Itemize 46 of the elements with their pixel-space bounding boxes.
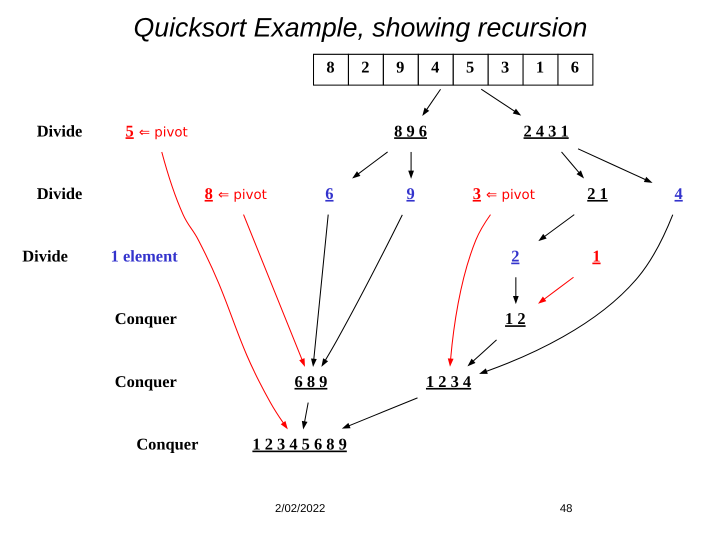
arrow — [301, 402, 308, 430]
label: Divide — [22, 246, 68, 266]
label: 48 — [559, 503, 572, 516]
arrow — [408, 152, 414, 179]
node-text: 9 — [406, 184, 414, 203]
node-label: ⇐ pivot — [217, 188, 266, 203]
node-text: 8 9 6 — [394, 121, 426, 140]
node-text: 5 — [125, 121, 134, 140]
arrow — [480, 88, 521, 116]
label: Conquer — [136, 434, 198, 454]
node-text: 4 — [674, 184, 682, 203]
node-text: 1 — [592, 246, 600, 266]
node-text: 6 — [324, 184, 334, 203]
node-text: 2 1 — [586, 184, 608, 203]
arrow — [478, 214, 673, 374]
node-label: ⇐ pivot — [486, 188, 534, 203]
arrow — [538, 214, 574, 242]
label: Conquer — [114, 309, 176, 328]
node-label: ⇐ pivot — [138, 125, 188, 140]
diagram-title: Quicksort Example, showing recursion — [133, 12, 587, 43]
label: 1 element — [110, 246, 178, 266]
arrow — [341, 397, 418, 429]
arrow — [242, 214, 304, 367]
arrow — [447, 214, 490, 367]
node-text: 1 2 3 4 5 6 8 9 — [252, 434, 346, 454]
node-text: 3 — [472, 184, 480, 203]
label: 2/02/2022 — [274, 503, 325, 516]
node-text: 6 8 9 — [294, 372, 327, 391]
arrow — [310, 214, 328, 367]
arrow — [538, 276, 574, 304]
arrow — [320, 214, 402, 367]
arrow — [466, 340, 496, 366]
label: Divide — [36, 184, 82, 203]
arrow — [512, 277, 518, 304]
arrow — [160, 152, 288, 430]
node-text: 2 — [510, 246, 519, 266]
arrow — [577, 148, 652, 183]
label: Conquer — [114, 372, 176, 391]
node-text: 2 4 3 1 — [523, 121, 568, 140]
arrow — [560, 152, 584, 179]
node-text: 1 2 — [504, 309, 526, 328]
arrow — [352, 152, 388, 178]
node-text: 8 — [204, 184, 212, 203]
node-text: 1 2 3 4 — [425, 372, 471, 391]
arrow — [422, 88, 440, 116]
label: Divide — [36, 121, 82, 140]
